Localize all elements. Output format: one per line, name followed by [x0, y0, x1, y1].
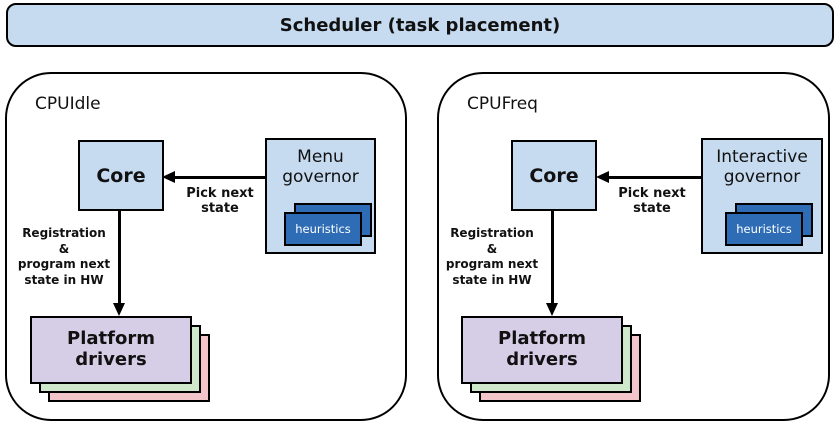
- core-box: Core: [511, 140, 597, 211]
- arrow-governor-to-core-head-icon: [596, 170, 609, 183]
- arrow-core-to-platform-head-icon: [113, 303, 125, 316]
- interactive-governor-label: Interactive governor: [716, 147, 808, 188]
- registration-label: Registration & program next state in HW: [445, 226, 539, 287]
- registration-label: Registration & program next state in HW: [17, 226, 111, 287]
- scheduler-bar: Scheduler (task placement): [6, 3, 834, 47]
- arrow-core-to-platform-head-icon: [546, 303, 558, 316]
- heuristics-label: heuristics: [736, 222, 792, 236]
- panel-cpuidle: CPUIdle Core Menu governor heuristics Pi…: [5, 72, 407, 421]
- core-box: Core: [78, 140, 164, 211]
- arrow-governor-to-core-line: [609, 176, 701, 179]
- panel-cpuidle-label: CPUIdle: [35, 94, 101, 114]
- arrow-governor-to-core-line: [175, 176, 265, 179]
- pick-next-state-label: Pick next state: [186, 186, 254, 217]
- heuristics-card: heuristics: [284, 212, 362, 246]
- heuristics-label: heuristics: [295, 222, 351, 236]
- scheduler-title: Scheduler (task placement): [279, 14, 561, 36]
- platform-drivers-label: Platform drivers: [498, 328, 586, 370]
- panel-cpufreq-label: CPUFreq: [467, 94, 538, 114]
- menu-governor-box: Menu governor heuristics: [265, 138, 376, 254]
- platform-drivers-box: Platform drivers: [30, 316, 192, 384]
- platform-drivers-box: Platform drivers: [461, 316, 623, 384]
- arrow-governor-to-core-head-icon: [162, 170, 175, 183]
- platform-drivers-label: Platform drivers: [67, 328, 155, 370]
- arrow-core-to-platform-line: [118, 209, 121, 305]
- core-label: Core: [529, 164, 579, 187]
- heuristics-card: heuristics: [725, 212, 803, 246]
- pick-next-state-label: Pick next state: [618, 186, 686, 217]
- arrow-core-to-platform-line: [551, 209, 554, 305]
- interactive-governor-box: Interactive governor heuristics: [701, 138, 823, 254]
- panel-cpufreq: CPUFreq Core Interactive governor heuris…: [437, 72, 830, 421]
- core-label: Core: [96, 164, 146, 187]
- menu-governor-label: Menu governor: [282, 147, 359, 188]
